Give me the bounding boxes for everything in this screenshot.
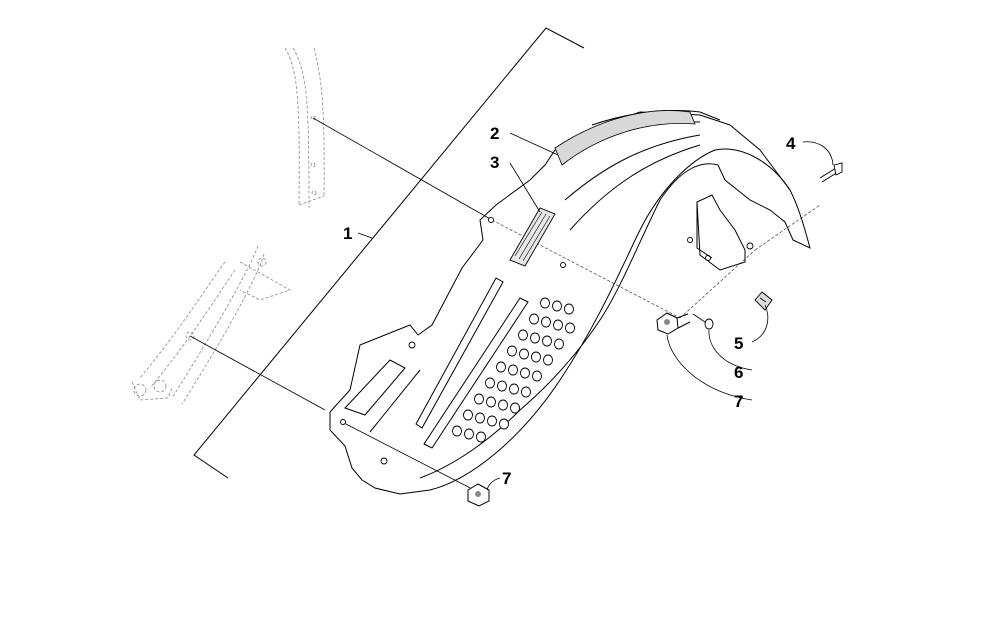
vent-hole: [496, 361, 506, 373]
callout-leaders: [357, 132, 834, 491]
vent-hole: [521, 386, 531, 398]
callout-7-upper: 7: [734, 392, 743, 411]
vent-hole: [463, 409, 473, 421]
vent-hole: [520, 367, 530, 379]
part-5-clip-nut: [754, 291, 773, 311]
vent-hole: [552, 300, 562, 312]
part-2-foam-strip: [554, 110, 696, 166]
part-4-bolt: [819, 162, 843, 183]
vent-hole: [464, 428, 474, 440]
vent-hole: [518, 329, 528, 341]
callout-1: 1: [343, 224, 352, 243]
rear-fender: [329, 110, 811, 495]
mudflap-bracket: [687, 194, 746, 271]
part-1-bracket: [193, 27, 585, 479]
vent-hole: [497, 380, 507, 392]
reference-lines: [189, 117, 821, 493]
vent-hole: [476, 431, 486, 443]
vent-hole: [452, 425, 462, 437]
vent-hole: [531, 351, 541, 363]
vent-hole: [540, 297, 550, 309]
vent-hole: [475, 412, 485, 424]
part-7-bolt-lower: [467, 483, 490, 507]
frame-upright-ghost: [284, 47, 325, 209]
callout-6: 6: [734, 363, 743, 382]
vent-hole: [510, 402, 520, 414]
fender-vent-holes: [452, 297, 575, 443]
frame-rail-ghost: [131, 245, 291, 405]
callout-4: 4: [786, 134, 796, 153]
vent-hole: [509, 383, 519, 395]
part-3-decal: [509, 207, 556, 267]
callout-2: 2: [490, 124, 499, 143]
callout-5: 5: [734, 334, 743, 353]
vent-hole: [519, 348, 529, 360]
part-7-bolt-upper: [656, 312, 691, 335]
vent-hole: [530, 332, 540, 344]
part-6-rivet: [692, 313, 714, 330]
vent-hole: [499, 418, 509, 430]
vent-hole: [553, 319, 563, 331]
vent-hole: [487, 415, 497, 427]
vent-hole: [565, 322, 575, 334]
vent-hole: [498, 399, 508, 411]
vent-hole: [486, 396, 496, 408]
vent-hole: [485, 377, 495, 389]
vent-hole: [532, 370, 542, 382]
callout-7-lower: 7: [502, 469, 511, 488]
vent-hole: [529, 313, 539, 325]
vent-hole: [564, 303, 574, 315]
vent-hole: [474, 393, 484, 405]
vent-hole: [554, 338, 564, 350]
vent-hole: [541, 316, 551, 328]
vent-hole: [543, 354, 553, 366]
callout-3: 3: [490, 153, 499, 172]
vent-hole: [542, 335, 552, 347]
vent-hole: [508, 364, 518, 376]
vent-hole: [507, 345, 517, 357]
